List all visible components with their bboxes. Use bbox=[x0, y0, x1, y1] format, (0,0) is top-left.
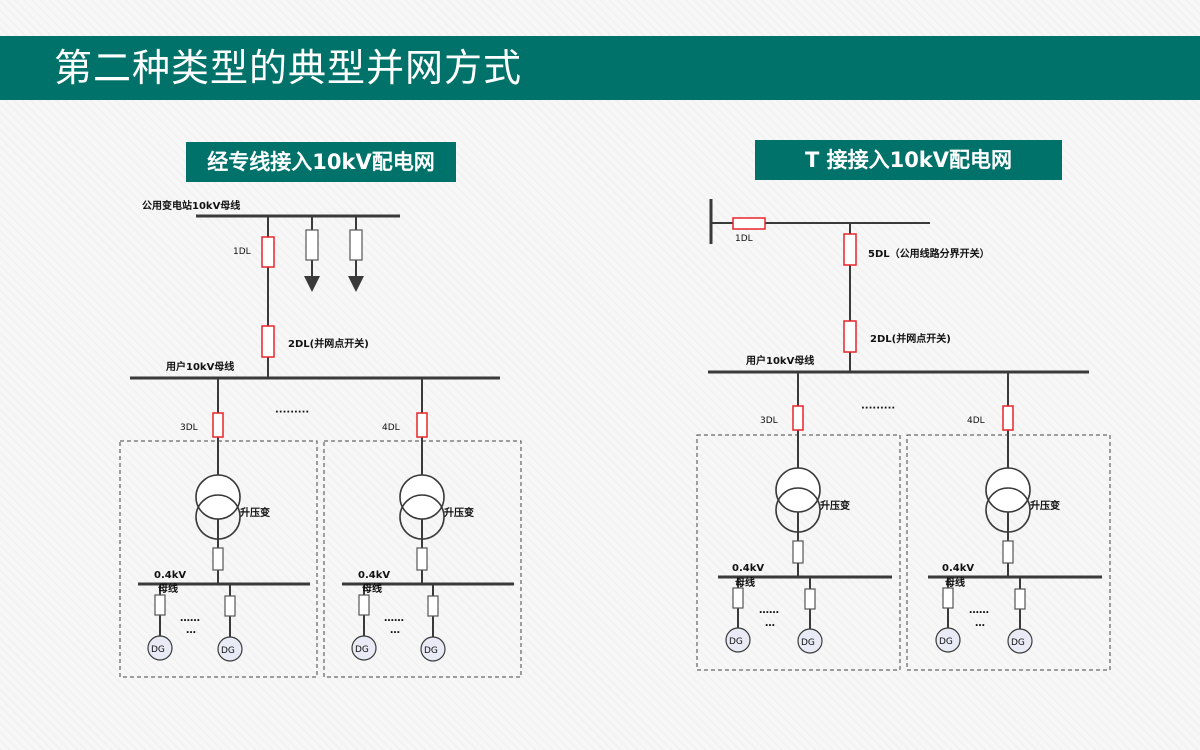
breaker-1dl bbox=[261, 236, 275, 268]
label-transformer-4: 升压变 bbox=[444, 506, 474, 519]
dots-4-row1: …… bbox=[384, 613, 404, 624]
label-dg-4a: DG bbox=[355, 645, 369, 655]
dg-generator-4b bbox=[420, 636, 446, 662]
switch-dg-4b bbox=[427, 595, 439, 617]
left-diagram-label: 经专线接入10kV配电网 bbox=[186, 142, 456, 182]
dashed-box-4 bbox=[323, 440, 522, 678]
dots-r4-row2: … bbox=[975, 618, 985, 629]
switch-dg-r4b bbox=[1014, 588, 1026, 610]
dots-r3-row2: … bbox=[765, 618, 775, 629]
breaker-2dl bbox=[261, 325, 275, 358]
label-lv-bus-4-name: 母线 bbox=[362, 582, 382, 595]
breaker-1dl-right bbox=[732, 217, 766, 230]
left-diagram bbox=[119, 214, 522, 678]
dg-generator-r4a bbox=[935, 627, 961, 653]
switch-dg-3a bbox=[154, 594, 166, 616]
switch-lv-r3 bbox=[792, 540, 804, 564]
label-transformer-3: 升压变 bbox=[240, 506, 270, 519]
label-lv-bus-r4-kv: 0.4kV bbox=[942, 563, 974, 574]
label-lv-bus-3-kv: 0.4kV bbox=[154, 570, 186, 581]
label-dg-3b: DG bbox=[221, 646, 235, 656]
label-transformer-r4: 升压变 bbox=[1030, 499, 1060, 512]
label-transformer-r3: 升压变 bbox=[820, 499, 850, 512]
label-lv-bus-r3-name: 母线 bbox=[735, 576, 755, 589]
label-dg-3a: DG bbox=[151, 645, 165, 655]
switch-dg-r4a bbox=[942, 587, 954, 609]
label-ellipsis-branches-right: ········· bbox=[861, 403, 895, 414]
switch-lv-r4 bbox=[1002, 540, 1014, 564]
label-4dl: 4DL bbox=[382, 423, 400, 433]
breaker-3dl-right bbox=[792, 405, 804, 431]
dashed-box-3 bbox=[119, 440, 318, 678]
dg-generator-4a bbox=[351, 635, 377, 661]
switch-dg-r3a bbox=[732, 587, 744, 609]
right-diagram-label: T 接接入10kV配电网 bbox=[755, 140, 1062, 180]
switch-lv-4 bbox=[416, 547, 428, 571]
label-2dl-right: 2DL(并网点开关) bbox=[870, 332, 951, 345]
transformer-3-lower bbox=[195, 494, 241, 540]
page-title: 第二种类型的典型并网方式 bbox=[54, 46, 523, 90]
breaker-2dl-right bbox=[843, 320, 857, 353]
title-bar: 第二种类型的典型并网方式 bbox=[0, 36, 1200, 100]
dots-r3-row1: …… bbox=[759, 605, 779, 616]
switch-dg-3b bbox=[224, 595, 236, 617]
label-3dl-right: 3DL bbox=[760, 416, 778, 426]
dg-generator-3b bbox=[217, 636, 243, 662]
label-lv-bus-3-name: 母线 bbox=[158, 582, 178, 595]
label-lv-bus-4-kv: 0.4kV bbox=[358, 570, 390, 581]
dg-generator-3a bbox=[147, 635, 173, 661]
label-dg-r4a: DG bbox=[939, 637, 953, 647]
dots-4-row2: … bbox=[390, 625, 400, 636]
switch-dg-4a bbox=[358, 594, 370, 616]
breaker-5dl bbox=[843, 233, 857, 266]
transformer-r4-upper bbox=[985, 467, 1031, 513]
transformer-3-upper bbox=[195, 474, 241, 520]
switch-outgoing-2 bbox=[349, 229, 363, 261]
dashed-box-r4 bbox=[906, 434, 1111, 671]
transformer-4-lower bbox=[399, 494, 445, 540]
transformer-r3-upper bbox=[775, 467, 821, 513]
label-1dl-right: 1DL bbox=[735, 234, 753, 244]
label-ellipsis-branches: ········· bbox=[275, 407, 309, 418]
dg-generator-r4b bbox=[1007, 628, 1033, 654]
label-lv-bus-r3-kv: 0.4kV bbox=[732, 563, 764, 574]
transformer-4-upper bbox=[399, 474, 445, 520]
label-3dl: 3DL bbox=[180, 423, 198, 433]
breaker-4dl-right bbox=[1002, 405, 1014, 431]
label-4dl-right: 4DL bbox=[967, 416, 985, 426]
label-dg-r4b: DG bbox=[1011, 638, 1025, 648]
dots-3-row2: … bbox=[186, 625, 196, 636]
dots-r4-row1: …… bbox=[969, 605, 989, 616]
switch-outgoing-1 bbox=[305, 229, 319, 261]
label-user-bus-right: 用户10kV母线 bbox=[745, 354, 814, 367]
transformer-r4-lower bbox=[985, 487, 1031, 533]
label-5dl: 5DL（公用线路分界开关） bbox=[868, 247, 990, 260]
switch-lv-3 bbox=[212, 547, 224, 571]
transformer-r3-lower bbox=[775, 487, 821, 533]
label-dg-r3b: DG bbox=[801, 638, 815, 648]
right-diagram bbox=[696, 199, 1111, 671]
label-dg-4b: DG bbox=[424, 646, 438, 656]
label-user-bus: 用户10kV母线 bbox=[165, 360, 234, 373]
label-substation-bus: 公用变电站10kV母线 bbox=[142, 199, 240, 212]
breaker-3dl bbox=[212, 412, 224, 438]
breaker-4dl bbox=[416, 412, 428, 438]
dashed-box-r3 bbox=[696, 434, 901, 671]
switch-dg-r3b bbox=[804, 588, 816, 610]
label-1dl: 1DL bbox=[233, 247, 251, 257]
dots-3-row1: …… bbox=[180, 613, 200, 624]
dg-generator-r3b bbox=[797, 628, 823, 654]
label-2dl: 2DL(并网点开关) bbox=[288, 337, 369, 350]
dg-generator-r3a bbox=[725, 627, 751, 653]
label-dg-r3a: DG bbox=[729, 637, 743, 647]
label-lv-bus-r4-name: 母线 bbox=[945, 576, 965, 589]
